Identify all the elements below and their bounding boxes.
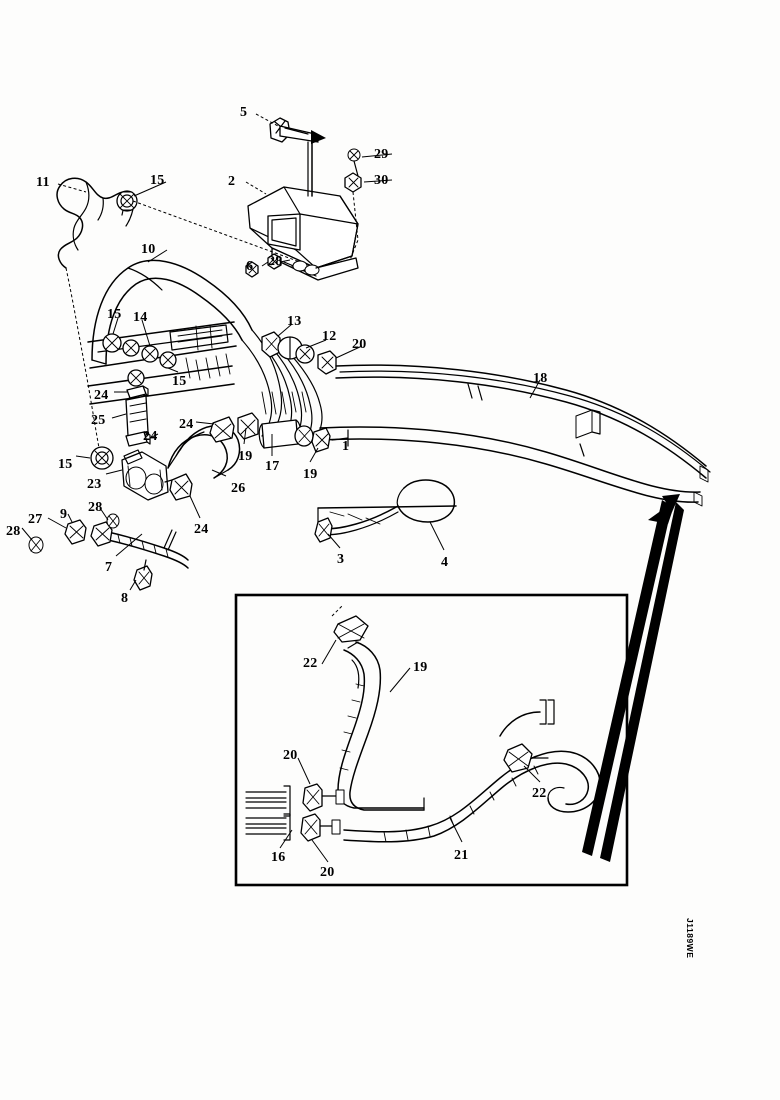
inset-reference-arrow — [582, 494, 684, 862]
callout-12: 12 — [322, 329, 337, 344]
callout-11: 11 — [36, 175, 50, 190]
inset-detail-drawing — [234, 593, 629, 887]
callout-18: 18 — [533, 371, 548, 386]
part-15-clamp-pump — [90, 446, 114, 470]
callout-9: 9 — [60, 507, 68, 522]
part-2-mounting-bracket — [247, 186, 359, 281]
part-9-bushing-b — [90, 521, 113, 547]
callout-19-a: 19 — [238, 449, 253, 464]
part-19-connector-b — [294, 425, 331, 453]
callout-20-upper: 20 — [352, 337, 367, 352]
callout-6: 6 — [246, 259, 254, 274]
part-28-washer-upper — [261, 253, 282, 270]
inset-callout-22-a: 22 — [303, 656, 318, 671]
callout-7: 7 — [105, 560, 113, 575]
part-8-fastener — [133, 559, 153, 591]
inset-callout-16: 16 — [271, 850, 286, 865]
callout-29: 29 — [374, 147, 389, 162]
callout-17: 17 — [265, 459, 280, 474]
part-9-bushing-a — [64, 519, 87, 545]
part-1-center-pipe — [331, 429, 349, 447]
callout-10: 10 — [141, 242, 156, 257]
callout-2: 2 — [228, 174, 236, 189]
inset-callout-20-b: 20 — [320, 865, 335, 880]
part-20-connector-a — [302, 783, 345, 812]
part-22-fitting-right — [503, 743, 549, 773]
part-4-rear-hanger — [317, 479, 457, 536]
leader-lines — [21, 113, 541, 591]
part-24-fitting-c — [164, 473, 193, 501]
part-11-flex-hose — [56, 177, 135, 449]
callout-15-a: 15 — [107, 307, 122, 322]
part-29-bolt — [347, 148, 361, 177]
callout-1: 1 — [342, 439, 350, 454]
part-30-nut — [344, 172, 362, 261]
part-24-fitting-a — [126, 385, 149, 399]
part-16-inlet-stubs — [245, 785, 291, 841]
drawing-reference-code: J1189WE — [685, 918, 695, 959]
inset-return-pipe — [499, 699, 555, 737]
inset-frame-border — [234, 593, 629, 887]
callout-23: 23 — [87, 477, 102, 492]
callout-15-c: 15 — [58, 457, 73, 472]
part-15-clamp-a — [102, 333, 122, 353]
callout-27: 27 — [28, 512, 43, 527]
callout-28-b: 28 — [88, 500, 103, 515]
inset-callout-19: 19 — [413, 660, 428, 675]
callout-28-upper: 28 — [268, 254, 283, 269]
callout-24-c: 24 — [143, 429, 158, 444]
part-20-connector-upper — [317, 350, 337, 375]
part-7-link-rod — [107, 529, 189, 569]
callout-24-d: 24 — [194, 522, 209, 537]
callout-13: 13 — [287, 314, 302, 329]
part-24-fitting-b — [125, 431, 151, 447]
inset-callout-21: 21 — [454, 848, 469, 863]
callout-24-b: 24 — [179, 417, 194, 432]
part-23-pump-body — [121, 449, 169, 501]
inset-callout-22-b: 22 — [532, 786, 547, 801]
part-5-upper-clamp — [269, 117, 326, 197]
callout-25: 25 — [91, 413, 106, 428]
callout-28-c: 28 — [6, 524, 21, 539]
part-12-sleeve — [277, 336, 315, 364]
part-18-rear-pipes — [319, 364, 711, 507]
part-20-connector-b — [300, 813, 341, 842]
callout-19-b: 19 — [303, 467, 318, 482]
part-28-washer-a — [28, 536, 44, 554]
part-22-fitting-top — [331, 605, 369, 643]
callout-4: 4 — [441, 555, 449, 570]
callout-14: 14 — [133, 310, 148, 325]
callout-24-a: 24 — [94, 388, 109, 403]
part-15-clamp-b — [159, 351, 177, 369]
part-13-clamp — [261, 331, 281, 358]
callout-15-b: 15 — [172, 374, 187, 389]
part-19-connector-a — [237, 412, 259, 440]
part-6-fastener — [245, 261, 259, 278]
callout-26: 26 — [231, 481, 246, 496]
callout-15-top: 15 — [150, 173, 165, 188]
part-28-washer-b — [106, 513, 120, 529]
part-14-collar-b — [141, 345, 159, 363]
callout-30: 30 — [374, 173, 389, 188]
callout-8: 8 — [121, 591, 129, 606]
part-14-collar-a — [122, 339, 140, 357]
part-3-bracket — [314, 507, 333, 543]
callout-5: 5 — [240, 105, 248, 120]
part-15-clamp-top — [116, 190, 138, 212]
callout-3: 3 — [337, 552, 345, 567]
inset-callout-20-a: 20 — [283, 748, 298, 763]
part-24-fitting-d — [209, 416, 235, 443]
part-15-clamp-c — [127, 369, 145, 387]
